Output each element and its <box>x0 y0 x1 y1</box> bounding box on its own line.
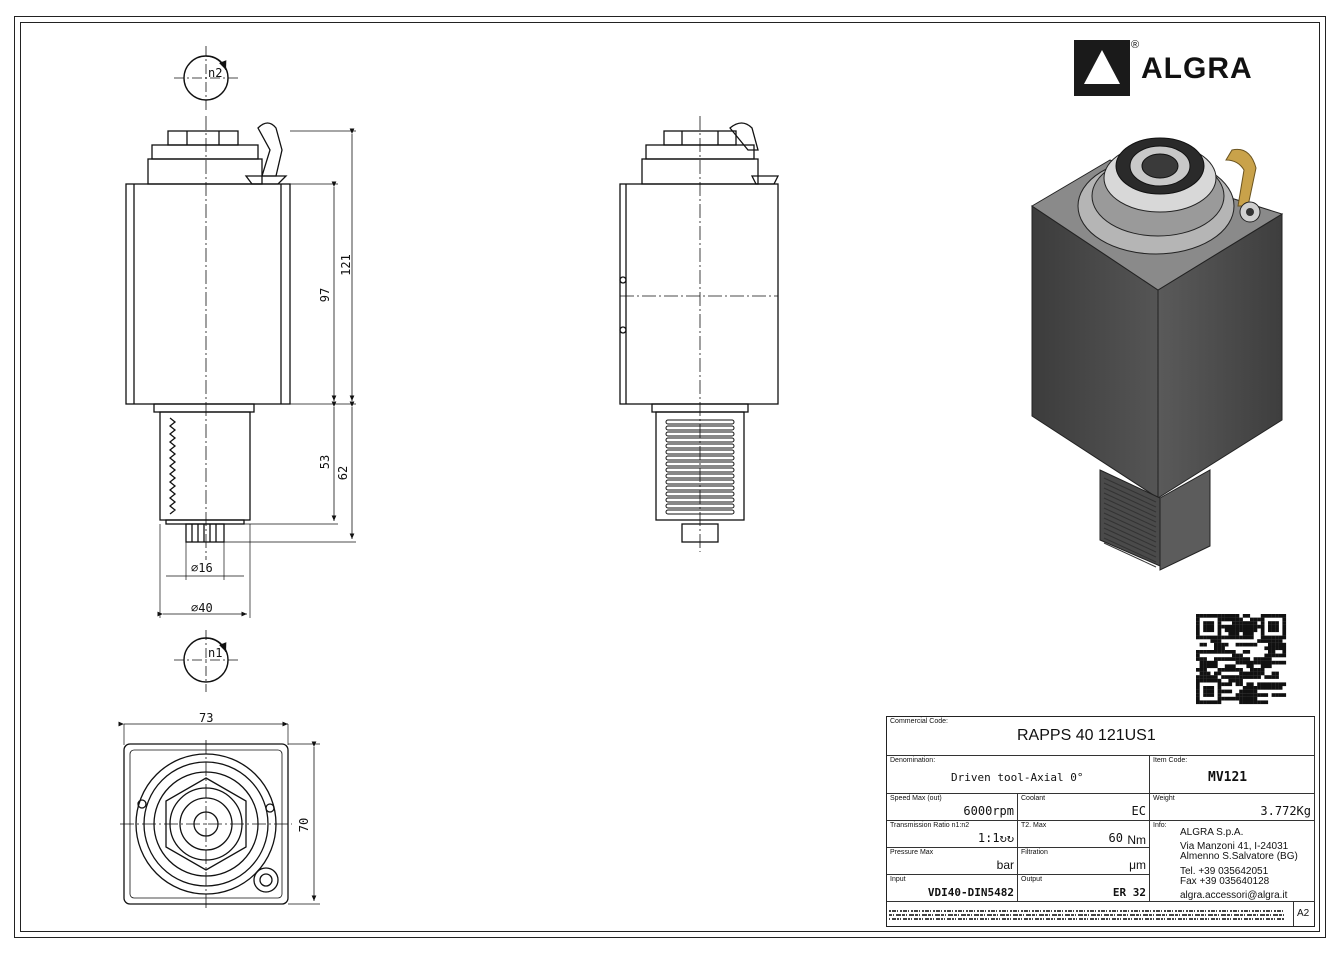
item-code-label: Item Code: <box>1153 757 1188 764</box>
weight-value: 3.772Kg <box>1260 804 1311 818</box>
torque-label: T2. Max <box>1021 822 1047 829</box>
speed-label: Speed Max (out) <box>890 795 942 802</box>
company-name: ALGRA S.p.A. <box>1180 827 1244 838</box>
pressure-label: Pressure Max <box>890 849 934 856</box>
commercial-code-label: Commercial Code: <box>890 718 948 725</box>
pressure-cell: Pressure Max bar <box>887 848 1018 875</box>
weight-label: Weight <box>1153 795 1175 802</box>
coolant-label: Coolant <box>1021 795 1046 802</box>
qr-code <box>1196 614 1287 705</box>
info-label: Info: <box>1153 822 1167 829</box>
dim-dia40: ∅40 <box>191 601 213 615</box>
dim-121: 121 <box>338 254 353 276</box>
filtration-cell: Filtration μm <box>1018 848 1150 875</box>
torque-value: 60 <box>1108 831 1123 845</box>
weight-cell: Weight 3.772Kg <box>1150 794 1315 821</box>
company-tel: Tel. +39 035642051 <box>1180 866 1269 877</box>
isometric-view <box>1031 137 1284 571</box>
filtration-value: μm <box>1129 858 1146 872</box>
ratio-label: Transmission Ratio n1:n2 <box>890 822 970 829</box>
dim-62: 62 <box>336 465 351 481</box>
torque-unit: Nm <box>1127 833 1146 847</box>
pressure-value: bar <box>996 858 1014 872</box>
filtration-label: Filtration <box>1021 849 1048 856</box>
algra-logo-icon <box>1074 40 1130 96</box>
denomination-value: Driven tool-Axial 0° <box>951 771 1084 784</box>
company-address2: Almenno S.Salvatore (BG) <box>1180 851 1298 862</box>
sheet-size-cell: A2 <box>1293 902 1316 926</box>
info-cell: Info: ALGRA S.p.A. Via Manzoni 41, I-240… <box>1150 821 1315 902</box>
dim-dia16: ∅16 <box>191 561 213 575</box>
legal-fineprint <box>889 907 1289 921</box>
drawing-frame-inner <box>20 22 1320 932</box>
ratio-cell: Transmission Ratio n1:n2 1:1↻↻ <box>887 821 1018 848</box>
speed-value: 6000rpm <box>963 804 1014 818</box>
label-n1: n1 <box>208 646 223 660</box>
input-value: VDI40-DIN5482 <box>927 886 1014 899</box>
coolant-cell: Coolant EC <box>1018 794 1150 821</box>
output-label: Output <box>1021 876 1043 883</box>
input-label: Input <box>890 876 906 883</box>
dim-53: 53 <box>318 454 333 470</box>
coolant-value: EC <box>1131 804 1146 818</box>
dim-97: 97 <box>318 287 333 303</box>
input-cell: Input VDI40-DIN5482 <box>887 875 1018 902</box>
company-email[interactable]: algra.accessori@algra.it <box>1180 890 1288 901</box>
commercial-code-value: RAPPS 40 121US1 <box>1017 727 1156 744</box>
company-address1: Via Manzoni 41, I-24031 <box>1180 841 1289 852</box>
label-n2: n2 <box>208 66 223 80</box>
registered-mark: ® <box>1131 39 1140 51</box>
denomination-cell: Denomination: Driven tool-Axial 0° <box>887 756 1150 794</box>
output-value: ER 32 <box>1112 886 1146 899</box>
company-fax: Fax +39 035640128 <box>1180 876 1270 887</box>
ratio-value: 1:1↻↻ <box>977 831 1014 845</box>
dim-73: 73 <box>199 711 214 725</box>
commercial-code-cell: Commercial Code: RAPPS 40 121US1 <box>887 717 1315 756</box>
bottom-view <box>118 721 320 908</box>
item-code-cell: Item Code: MV121 <box>1150 756 1315 794</box>
dim-70: 70 <box>297 817 312 833</box>
denomination-label: Denomination: <box>890 757 936 764</box>
front-view <box>125 46 356 692</box>
side-view-spline <box>665 419 735 515</box>
item-code-value: MV121 <box>1208 770 1248 785</box>
brand-name: ALGRA <box>1141 52 1253 85</box>
drawing-frame-outer <box>14 16 1326 938</box>
output-cell: Output ER 32 <box>1018 875 1150 902</box>
sheet-size: A2 <box>1297 908 1310 919</box>
torque-cell: T2. Max 60 Nm <box>1018 821 1150 848</box>
speed-cell: Speed Max (out) 6000rpm <box>887 794 1018 821</box>
side-view <box>619 116 780 552</box>
title-block: Commercial Code: RAPPS 40 121US1 Denomin… <box>886 716 1315 927</box>
